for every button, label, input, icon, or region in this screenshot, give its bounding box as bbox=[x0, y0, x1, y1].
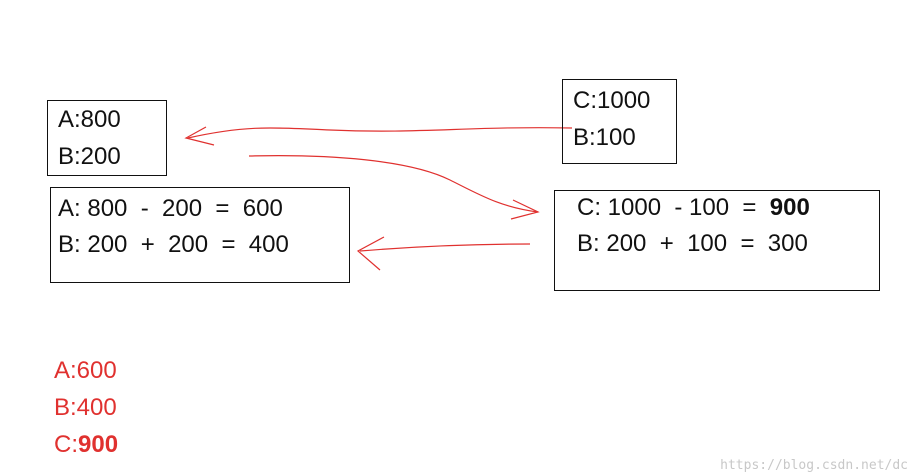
calc-left-line-2: B: 200 + 200 = 400 bbox=[58, 231, 289, 258]
box-a-line-2: B:200 bbox=[58, 143, 121, 170]
result-a: A:600 bbox=[54, 357, 117, 384]
box-c bbox=[562, 79, 677, 164]
result-c: C:900 bbox=[54, 433, 118, 457]
arrow-c-to-a-head bbox=[184, 126, 215, 146]
arrow-calc-right-to-left bbox=[359, 243, 531, 252]
arrow-c-to-a bbox=[187, 127, 573, 139]
arrow-a-to-calc-right bbox=[248, 155, 539, 213]
calc-right-line-1-expr: C: 1000 - 100 = bbox=[577, 194, 770, 221]
box-c-line-1: C:1000 bbox=[573, 87, 651, 114]
calc-left-line-1: A: 800 - 200 = 600 bbox=[58, 195, 283, 222]
box-a bbox=[47, 100, 167, 176]
arrow-calc-right-to-left-head bbox=[356, 236, 385, 271]
result-c-label: C: bbox=[54, 431, 78, 458]
result-c-value: 900 bbox=[78, 431, 119, 458]
calc-left-box bbox=[50, 187, 350, 283]
arrow-a-to-calc-right-head bbox=[510, 199, 540, 220]
box-a-line-1: A:800 bbox=[58, 106, 121, 133]
result-b: B:400 bbox=[54, 394, 117, 421]
watermark: https://blog.csdn.net/dc bbox=[720, 458, 908, 473]
box-c-line-2: B:100 bbox=[573, 124, 636, 151]
calc-right-line-2: B: 200 + 100 = 300 bbox=[577, 230, 808, 257]
calc-right-line-1-result: 900 bbox=[769, 194, 810, 221]
calc-right-line-1: C: 1000 - 100 = 900 bbox=[577, 196, 810, 220]
calc-right-box bbox=[554, 190, 880, 291]
